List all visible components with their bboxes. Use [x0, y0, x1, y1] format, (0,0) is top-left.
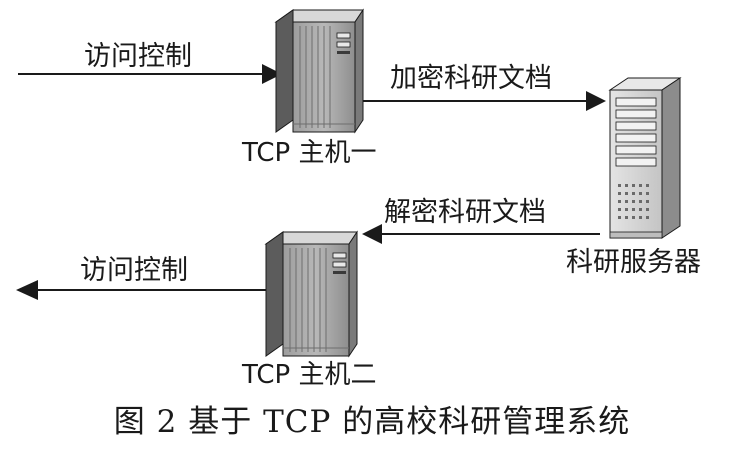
- label-access-control-in: 访问控制: [84, 41, 192, 72]
- research-server-icon: [608, 77, 682, 239]
- arrow-access-in: [18, 64, 282, 84]
- figure-caption: 图 2 基于 TCP 的高校科研管理系统: [113, 404, 631, 440]
- label-encrypted-docs: 加密科研文档: [390, 63, 552, 94]
- arrow-decrypt: [362, 224, 600, 244]
- label-host-two: TCP 主机二: [242, 360, 377, 390]
- arrow-access-out: [16, 280, 268, 300]
- label-research-server: 科研服务器: [566, 247, 701, 278]
- label-host-one: TCP 主机一: [242, 138, 377, 168]
- label-access-control-out: 访问控制: [80, 255, 188, 286]
- arrow-encrypt: [360, 91, 606, 111]
- label-decrypted-docs: 解密科研文档: [384, 197, 546, 228]
- host-one-tower-icon: [274, 8, 364, 134]
- host-two-tower-icon: [264, 230, 358, 358]
